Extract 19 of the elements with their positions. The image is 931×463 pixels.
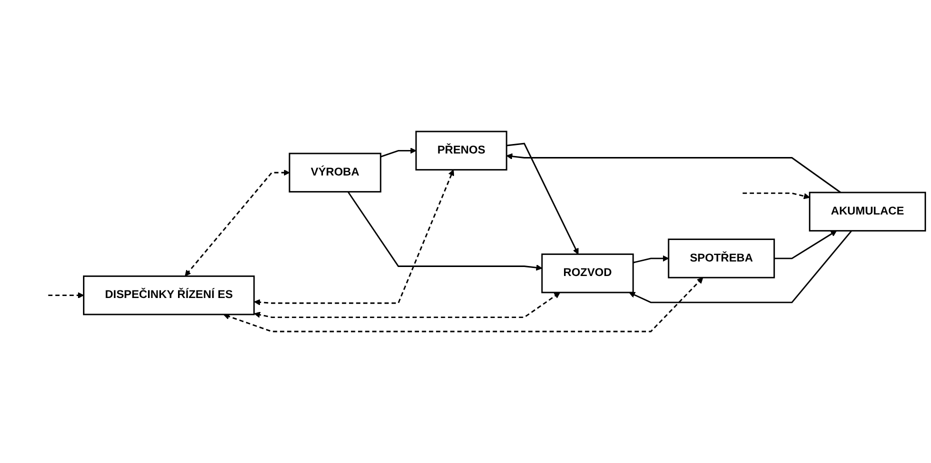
node-box: DISPEČINKY ŘÍZENÍ ES: [82, 275, 255, 316]
arrow: [506, 153, 842, 194]
arrow: [506, 142, 579, 254]
arrow: [742, 192, 810, 200]
node-box: AKUMULACE: [808, 192, 926, 232]
node-box: PŘENOS: [415, 130, 508, 170]
arrow: [184, 170, 290, 276]
arrow: [254, 292, 560, 318]
arrow: [223, 277, 704, 332]
node-box: SPOTŘEBA: [668, 238, 775, 278]
arrow: [48, 292, 84, 298]
arrow: [380, 148, 416, 158]
arrow: [254, 170, 454, 306]
arrow: [774, 230, 837, 260]
arrow: [628, 230, 852, 304]
arrow: [632, 255, 669, 264]
arrow: [347, 191, 542, 271]
node-box: VÝROBA: [288, 152, 382, 192]
node-box: ROZVOD: [541, 253, 634, 294]
